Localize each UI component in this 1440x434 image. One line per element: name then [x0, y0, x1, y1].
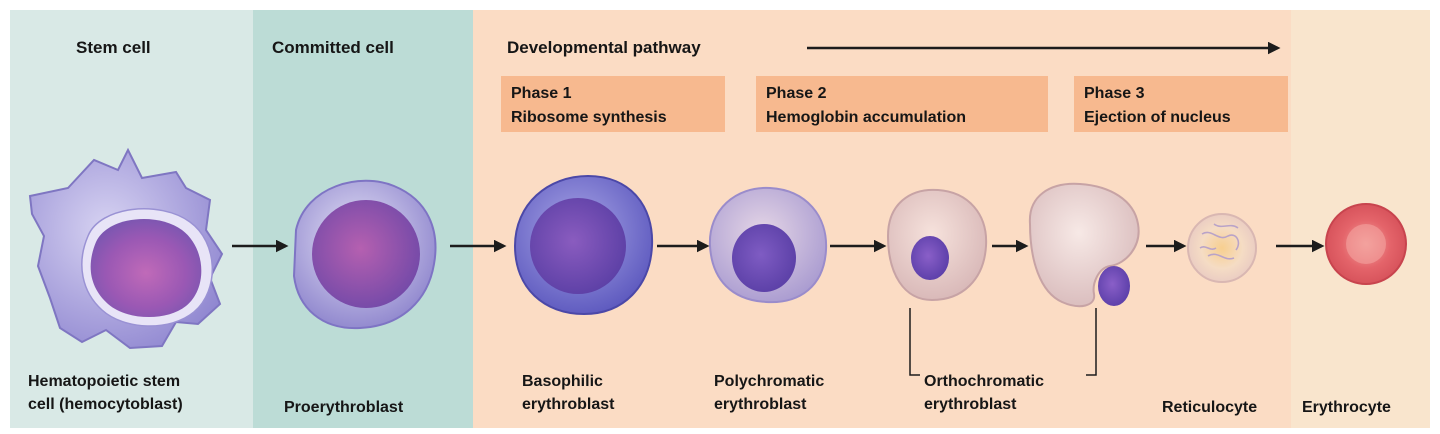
hematopoietic-stem-cell-illustration: [28, 147, 224, 350]
reticulocyte-illustration: [1187, 213, 1257, 283]
erythrocyte-label: Erythrocyte: [1302, 399, 1391, 416]
orthochromatic-bracket: [909, 308, 1097, 376]
phase-1-box: Phase 1 Ribosome synthesis: [501, 76, 725, 132]
phase-2-box: Phase 2 Hemoglobin accumulation: [756, 76, 1048, 132]
orthochromatic-erythroblast-illustration: [886, 188, 988, 302]
phase-3-description: Ejection of nucleus: [1084, 109, 1231, 126]
committed-cell-header: Committed cell: [272, 38, 394, 57]
polychromatic-erythroblast-label: Polychromatic erythroblast: [714, 373, 825, 413]
proerythroblast-label: Proerythroblast: [284, 399, 404, 416]
polychromatic-erythroblast-illustration: [708, 186, 828, 304]
basophilic-erythroblast-illustration: [513, 174, 654, 316]
phase-1-description: Ribosome synthesis: [511, 109, 667, 126]
phase-2-description: Hemoglobin accumulation: [766, 109, 967, 126]
orthochromatic-erythroblast-label: Orthochromatic erythroblast: [924, 373, 1045, 413]
reticulocyte-label: Reticulocyte: [1162, 399, 1258, 416]
basophilic-erythroblast-label: Basophilic erythroblast: [522, 373, 615, 413]
phase-3-title: Phase 3: [1084, 85, 1145, 102]
phase-2-title: Phase 2: [766, 85, 827, 102]
proerythroblast-illustration: [292, 179, 437, 330]
erythrocyte-illustration: [1325, 203, 1407, 285]
nucleus-ejection-illustration: [1028, 182, 1140, 308]
diagram-frame: Stem cell Committed cell Developmental p…: [10, 10, 1430, 428]
cell-illustrations: [28, 41, 1407, 376]
hematopoietic-stem-cell-label: Hematopoietic stem cell (hemocytoblast): [28, 373, 183, 413]
stem-cell-header: Stem cell: [76, 38, 151, 57]
phase-1-title: Phase 1: [511, 85, 572, 102]
developmental-pathway-header: Developmental pathway: [507, 38, 701, 57]
phase-3-box: Phase 3 Ejection of nucleus: [1074, 76, 1288, 132]
